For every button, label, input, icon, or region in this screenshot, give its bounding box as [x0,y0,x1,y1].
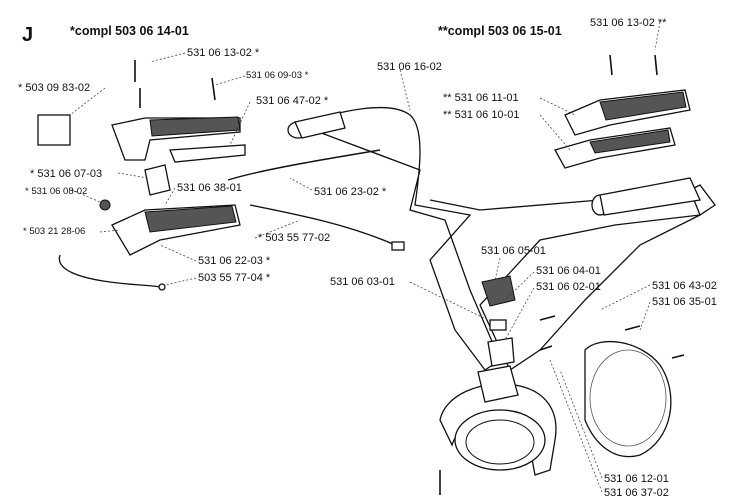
part-label: 531 06 38-01 [177,182,242,194]
part-label: * 531 06 07-03 [30,168,103,180]
part-label: 531 06 09-03 * [246,70,309,81]
section-letter: J [22,24,34,46]
part-label: 531 06 02-01 [536,281,601,293]
part-label: 531 06 13-02 ** [590,17,667,29]
screws [134,54,685,495]
part-label: ** 531 06 11-01 [443,92,519,104]
part-label: 531 06 35-01 [652,296,717,308]
right-tube-end [591,177,701,216]
part-label: 531 06 37-02 [604,487,669,499]
part-label: 531 06 43-02 [652,280,717,292]
part-label: 531 06 47-02 * [256,95,329,107]
kit-header-right: **compl 503 06 15-01 [438,24,562,38]
right-grip [554,89,691,169]
clamp-ring [439,365,557,476]
throttle-handle [37,114,246,256]
part-label: 531 06 23-02 * [314,186,387,198]
part-label: 503 55 77-04 * [198,272,271,284]
part-label: * 531 06 08-02 [25,186,88,197]
center-bracket [481,275,516,367]
part-label: 531 06 04-01 [536,265,601,277]
leader-lines [69,21,661,493]
part-label: * 503 09 83-02 [18,82,91,94]
part-label: 531 06 16-02 [377,61,442,73]
kit-header-left: *compl 503 06 14-01 [70,24,189,38]
part-label: 531 06 12-01 [604,473,669,485]
cables [58,149,405,291]
part-label: 531 06 13-02 * [187,47,260,59]
guard-plate [584,340,672,458]
part-label: 531 06 05-01 [481,245,546,257]
part-label: ** 531 06 10-01 [443,109,520,121]
part-label: 531 06 22-03 * [198,255,271,267]
part-label: * 503 21 28-06 [23,226,86,237]
part-label: * 503 55 77-02 [258,232,331,244]
part-label: 531 06 03-01 [330,276,395,288]
